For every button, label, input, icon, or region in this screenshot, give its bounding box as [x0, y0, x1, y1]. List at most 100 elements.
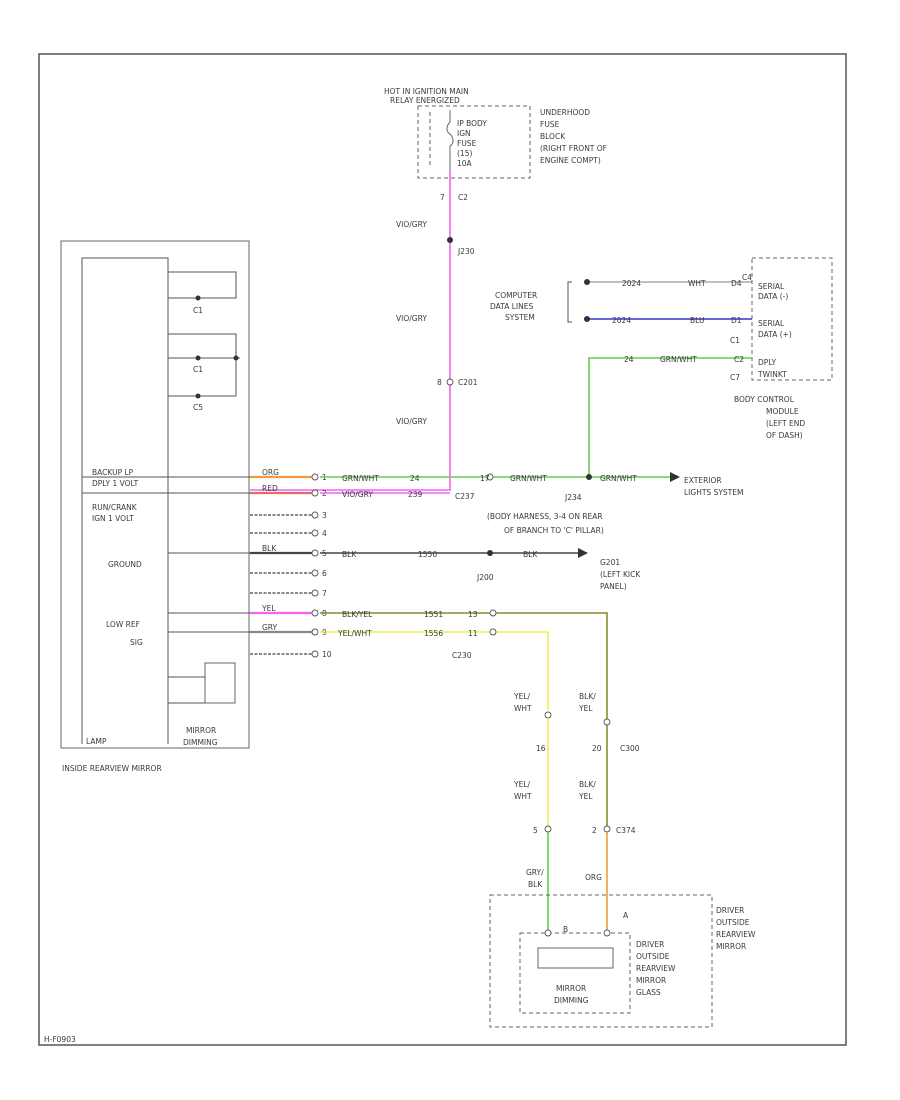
splice-j230-dot: [447, 237, 453, 243]
row8-olive-wire: [320, 612, 608, 720]
outside-mirror-outline: [489, 894, 713, 1028]
green-dply-wire: [588, 357, 752, 477]
row9-conn-pin: [489, 628, 497, 636]
pin-row-color-9: GRY: [262, 623, 278, 632]
fuse-block-1: UNDERHOOD: [540, 108, 590, 117]
bcm-dply2: TWINKT: [757, 370, 787, 379]
fuse-inner-3: FUSE: [457, 139, 477, 148]
pin-row-color-1: ORG: [262, 468, 279, 477]
outside-caption-3: REARVIEW: [716, 930, 756, 939]
pin-row-color-8: YEL: [261, 604, 276, 613]
mirror-glass-outline: [519, 932, 631, 1014]
blk-label-2: BLK/: [579, 780, 596, 789]
pin-row-number-3: 3: [322, 511, 327, 520]
inside-mirror-outer: [60, 240, 250, 749]
outside-module-label: MIRROR: [556, 984, 586, 993]
row5-ground3: PANEL): [600, 582, 627, 591]
row1-dest2: LIGHTS SYSTEM: [684, 488, 743, 497]
row1-pin: 17: [480, 474, 490, 483]
bcm-caption-1: BODY CONTROL: [734, 395, 795, 404]
func-backup-lp: BACKUP LP: [92, 468, 134, 477]
outside-dimming-element: [537, 947, 614, 969]
yel-pin-upper: [544, 711, 552, 719]
fuse-inner-4: (15): [457, 149, 472, 158]
dply-color: GRN/WHT: [660, 355, 697, 364]
row1-color2: GRN/WHT: [510, 474, 547, 483]
mirror-module-label2: DIMMING: [183, 738, 218, 747]
mirror-stub-top-dot: [195, 295, 201, 301]
pin-row-color-5: BLK: [262, 544, 277, 553]
bcm-serial1: SERIAL: [758, 282, 785, 291]
row1-color3: GRN/WHT: [600, 474, 637, 483]
row1-circuit: 24: [410, 474, 420, 483]
mirror-stub-low-label: C5: [193, 403, 203, 412]
serial-blue-circuit: 2024: [612, 316, 631, 325]
fuse-symbol: [446, 110, 454, 172]
pin-row-terminal-10: [311, 650, 319, 658]
func-run-crank: RUN/CRANK: [92, 503, 138, 512]
org-label: ORG: [585, 873, 602, 882]
fuse-inner-5: 10A: [457, 159, 473, 168]
yel-label-2: YEL/: [513, 780, 530, 789]
dply-pin: C2: [734, 355, 744, 364]
conn-c374: C374: [616, 826, 636, 835]
blk-pin-upper: [603, 718, 611, 726]
mirror-dimming-module: [204, 662, 236, 704]
fuse-conn-c2: C2: [458, 193, 468, 202]
dply-circuit: 24: [624, 355, 634, 364]
splice-j230-label: J230: [457, 247, 475, 256]
violet-label-b: VIO/GRY: [396, 314, 427, 323]
violet-label-c: VIO/GRY: [396, 417, 427, 426]
fuse-block-5: ENGINE COMPT): [540, 156, 601, 165]
blk-pin-lower: [603, 825, 611, 833]
bcm-pin-top: C4: [742, 273, 752, 282]
outside-caption-4: MIRROR: [716, 942, 746, 951]
low-pin-2: 2: [592, 826, 597, 835]
row1-color: GRN/WHT: [342, 474, 379, 483]
pin-row-color-2: RED: [262, 484, 278, 493]
mirror-stub-mid-label: C1: [193, 365, 203, 374]
outside-caption-1: DRIVER: [716, 906, 744, 915]
row5-color: BLK: [342, 550, 357, 559]
row5-ground: G201: [600, 558, 620, 567]
bcm-serial2b: DATA (+): [758, 330, 792, 339]
pin-row-terminal-9: [311, 628, 319, 636]
bcm-caption-3: (LEFT END: [766, 419, 805, 428]
outside-caption-2: OUTSIDE: [716, 918, 750, 927]
mirror-stub-top-label: C1: [193, 306, 203, 315]
bcm-serial1b: DATA (-): [758, 292, 788, 301]
computer-data-1: COMPUTER: [495, 291, 537, 300]
harness-note-2: OF BRANCH TO 'C' PILLAR): [504, 526, 604, 535]
row5-splice-dot: [487, 550, 493, 556]
conn-c300: C300: [620, 744, 640, 753]
blk-label-1b: YEL: [578, 704, 593, 713]
row9-pin: 11: [468, 629, 478, 638]
pin-row-number-7: 7: [322, 589, 327, 598]
pin-row-number-10: 10: [322, 650, 332, 659]
serial-blue-color: BLU: [690, 316, 704, 325]
lamp-label: LAMP: [86, 737, 107, 746]
row8-pin: 13: [468, 610, 478, 619]
serial-white-color: WHT: [688, 279, 706, 288]
computer-data-2: DATA LINES: [490, 302, 533, 311]
glass-label-2: OUTSIDE: [636, 952, 670, 961]
glass-label-3: REARVIEW: [636, 964, 676, 973]
row1-dest: EXTERIOR: [684, 476, 722, 485]
bcm-dply1: DPLY: [758, 358, 776, 367]
conn-c201-pinnum: 8: [437, 378, 442, 387]
serial-white-circuit: 2024: [622, 279, 641, 288]
func-ign: IGN 1 VOLT: [92, 514, 134, 523]
yel-label-1b: WHT: [514, 704, 532, 713]
row8-color: BLK/YEL: [342, 610, 373, 619]
serial-white-dot: [584, 279, 590, 285]
row8-circuit: 1551: [424, 610, 443, 619]
mirror-stub-mid-dot2: [233, 355, 239, 361]
fuse-inner-2: IGN: [457, 129, 471, 138]
row9-conn: C230: [452, 651, 472, 660]
fuse-block-2: FUSE: [540, 120, 560, 129]
mirror-stub-mid: [168, 333, 240, 397]
row5-ground2: (LEFT KICK: [600, 570, 641, 579]
bcm-caption-2: MODULE: [766, 407, 799, 416]
outside-pin-b: B: [563, 925, 568, 934]
